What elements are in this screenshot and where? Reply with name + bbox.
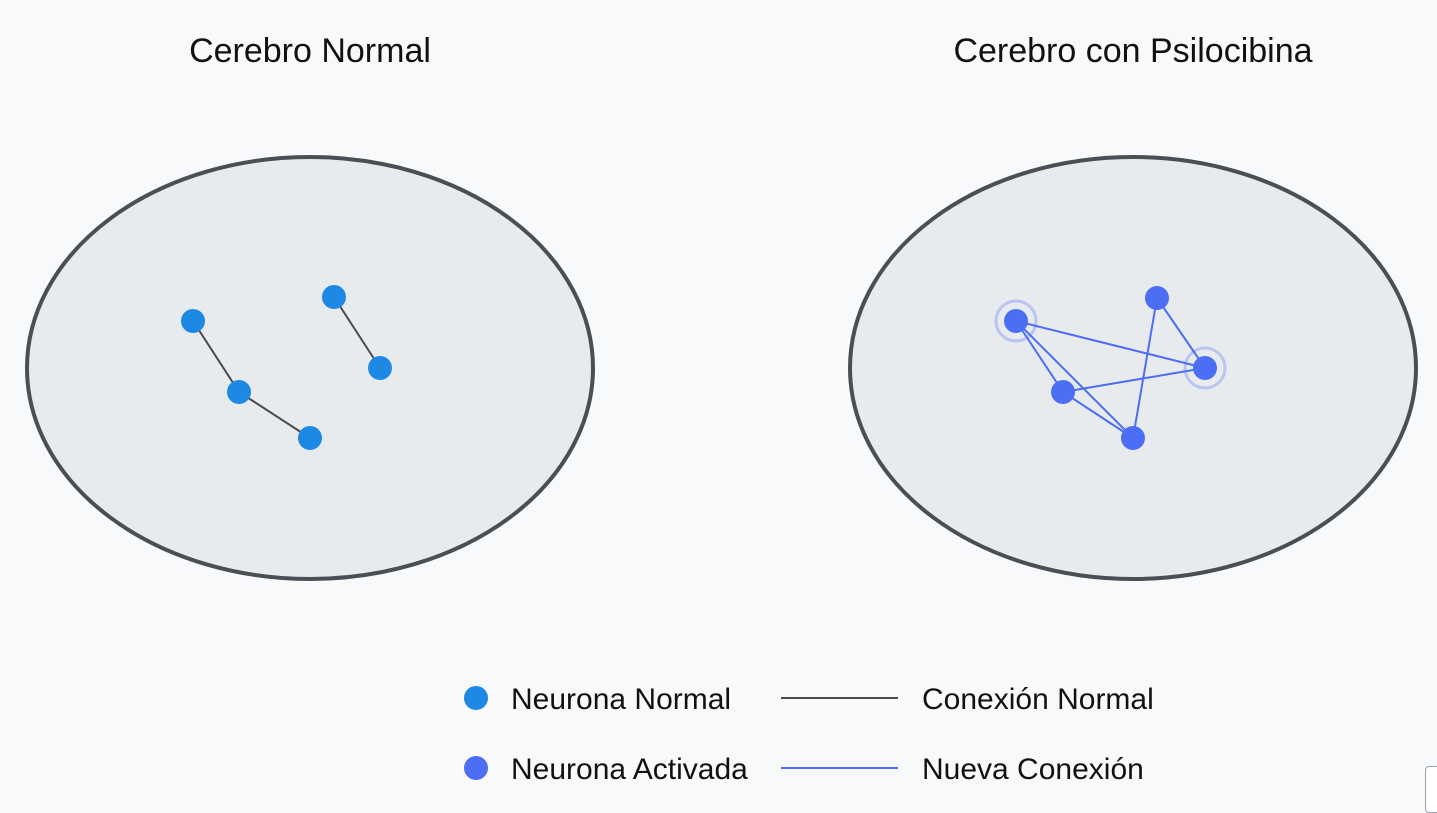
new-connection: [1015, 320, 1206, 369]
new-connection: [1062, 391, 1134, 439]
normal-neuron: [227, 380, 251, 404]
activation-halo: [1183, 346, 1227, 390]
legend-activated-neuron-icon: [464, 756, 488, 780]
activated-neuron: [1004, 309, 1028, 333]
activated-neuron: [1145, 286, 1169, 310]
title-normal-brain: Cerebro Normal: [189, 32, 431, 70]
normal-neuron: [298, 426, 322, 450]
activated-neuron: [1121, 426, 1145, 450]
legend-normal-neuron-label: Neurona Normal: [511, 683, 731, 716]
new-connection: [1015, 320, 1064, 393]
legend-new-connection-label: Nueva Conexión: [922, 753, 1144, 786]
normal-brain-outline: [25, 155, 595, 581]
normal-neuron: [322, 285, 346, 309]
normal-connection: [192, 320, 240, 393]
normal-neuron: [181, 309, 205, 333]
activation-halo: [994, 299, 1038, 343]
activated-neuron: [1051, 380, 1075, 404]
new-connection: [1015, 320, 1134, 439]
psilocybin-brain-outline: [848, 155, 1418, 581]
normal-connection: [238, 391, 311, 439]
new-connection: [1062, 367, 1206, 393]
normal-neuron: [368, 356, 392, 380]
new-connection: [1132, 297, 1158, 439]
normal-connection: [333, 296, 381, 369]
legend-normal-connection-label: Conexión Normal: [922, 683, 1154, 716]
title-psilocybin-brain: Cerebro con Psilocibina: [953, 32, 1312, 70]
legend-activated-neuron-label: Neurona Activada: [511, 753, 748, 786]
legend-normal-neuron-icon: [464, 686, 488, 710]
activated-neuron: [1193, 356, 1217, 380]
new-connection: [1156, 297, 1206, 369]
corner-widget[interactable]: [1425, 766, 1437, 813]
